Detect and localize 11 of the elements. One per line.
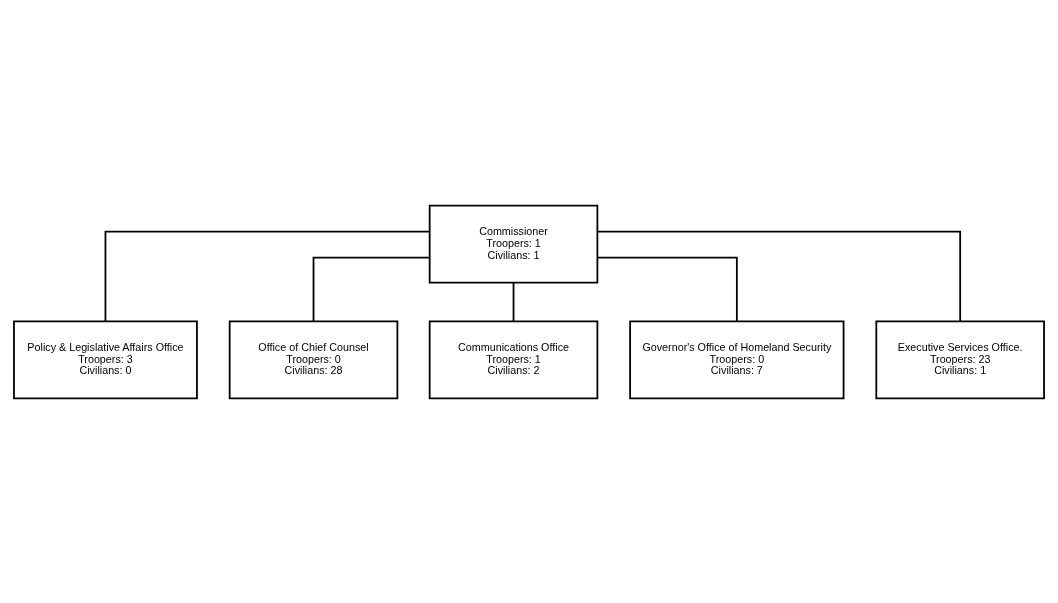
connector [596,230,962,322]
node-box: Communications Office Troopers: 1 Civilians: 2 [428,319,599,399]
connector [512,281,515,322]
connector [104,230,431,322]
connector [596,256,738,322]
connector [312,256,431,322]
node-box: Governor's Office of Homeland Security Troopers: 0 Civilians: 7 [629,319,845,399]
node-box: Policy & Legislative Affairs Office Troopers: 3 Civilians: 0 [13,319,198,399]
node-box: Executive Services Office. Troopers: 23 Civilians: 1 [875,319,1045,399]
node-box: Commissioner Troopers: 1 Civilians: 1 [428,204,599,284]
node-box: Office of Chief Counsel Troopers: 0 Civilians: 28 [228,319,399,399]
